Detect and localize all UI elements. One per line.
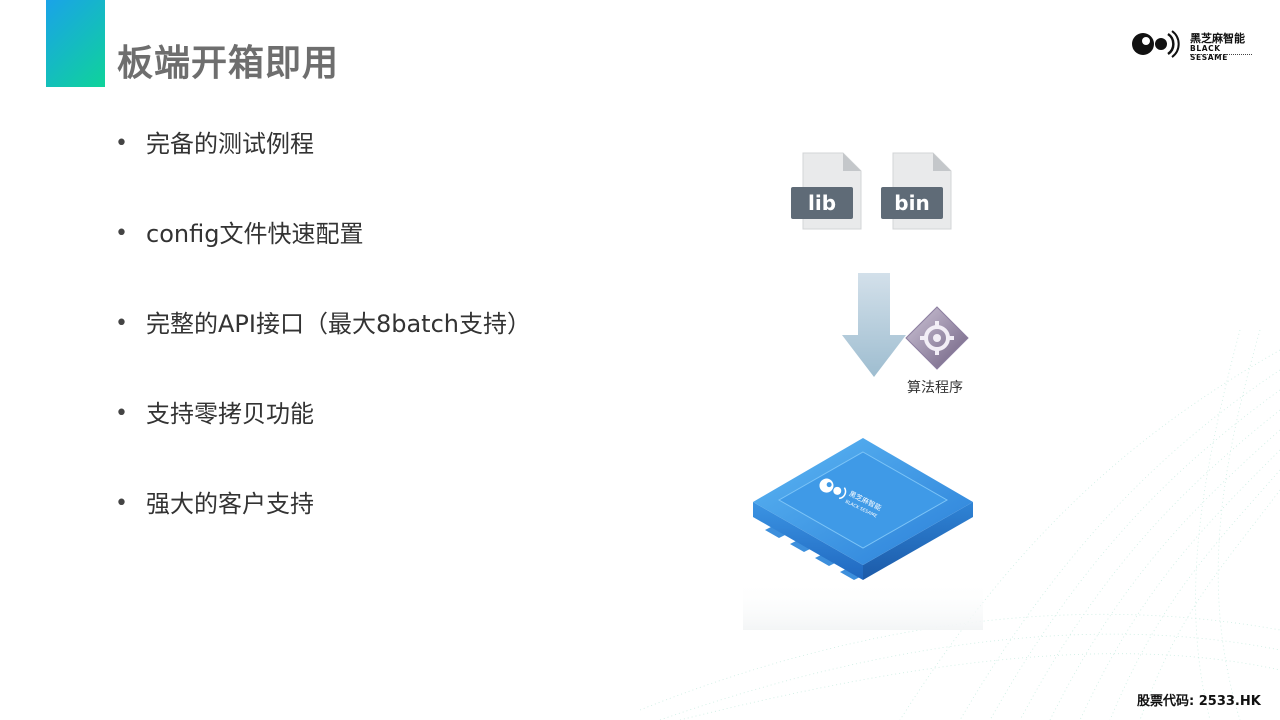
algorithm-label: 算法程序 — [907, 380, 963, 396]
lib-file-label: lib — [791, 187, 853, 219]
list-item: • 完整的API接口（最大8batch支持） — [115, 304, 531, 394]
algorithm-gear-icon — [905, 306, 969, 370]
list-item: • 支持零拷贝功能 — [115, 394, 531, 484]
bullet-icon: • — [115, 491, 128, 516]
bullet-icon: • — [115, 311, 128, 336]
bin-file-label: bin — [881, 187, 943, 219]
logo-tagline-dots — [1190, 54, 1252, 57]
feature-list: • 完备的测试例程 • config文件快速配置 • 完整的API接口（最大8b… — [115, 124, 531, 574]
list-item: • config文件快速配置 — [115, 214, 531, 304]
list-item-text: 支持零拷贝功能 — [146, 400, 314, 428]
stock-ticker: 股票代码: 2533.HK — [1137, 694, 1261, 709]
bin-file-icon: bin — [881, 151, 953, 231]
bullet-icon: • — [115, 131, 128, 156]
down-arrow-icon — [842, 273, 906, 377]
company-logo: 黑芝麻智能 BLACK SESAME — [1130, 28, 1255, 64]
list-item-text: config文件快速配置 — [146, 220, 364, 248]
title-accent-bar — [46, 0, 105, 87]
logo-name-en: BLACK SESAME — [1190, 44, 1228, 62]
slide-title: 板端开箱即用 — [117, 43, 340, 84]
bullet-icon: • — [115, 221, 128, 246]
list-item-text: 完整的API接口（最大8batch支持） — [146, 310, 531, 338]
logo-mark-icon — [1132, 30, 1180, 58]
lib-file-icon: lib — [791, 151, 863, 231]
list-item: • 强大的客户支持 — [115, 484, 531, 574]
list-item: • 完备的测试例程 — [115, 124, 531, 214]
chip-icon: 黑芝麻智能 BLACK SESAME — [743, 438, 983, 630]
bullet-icon: • — [115, 401, 128, 426]
logo-name-cn: 黑芝麻智能 — [1190, 32, 1245, 45]
list-item-text: 完备的测试例程 — [146, 130, 314, 158]
list-item-text: 强大的客户支持 — [146, 490, 314, 518]
